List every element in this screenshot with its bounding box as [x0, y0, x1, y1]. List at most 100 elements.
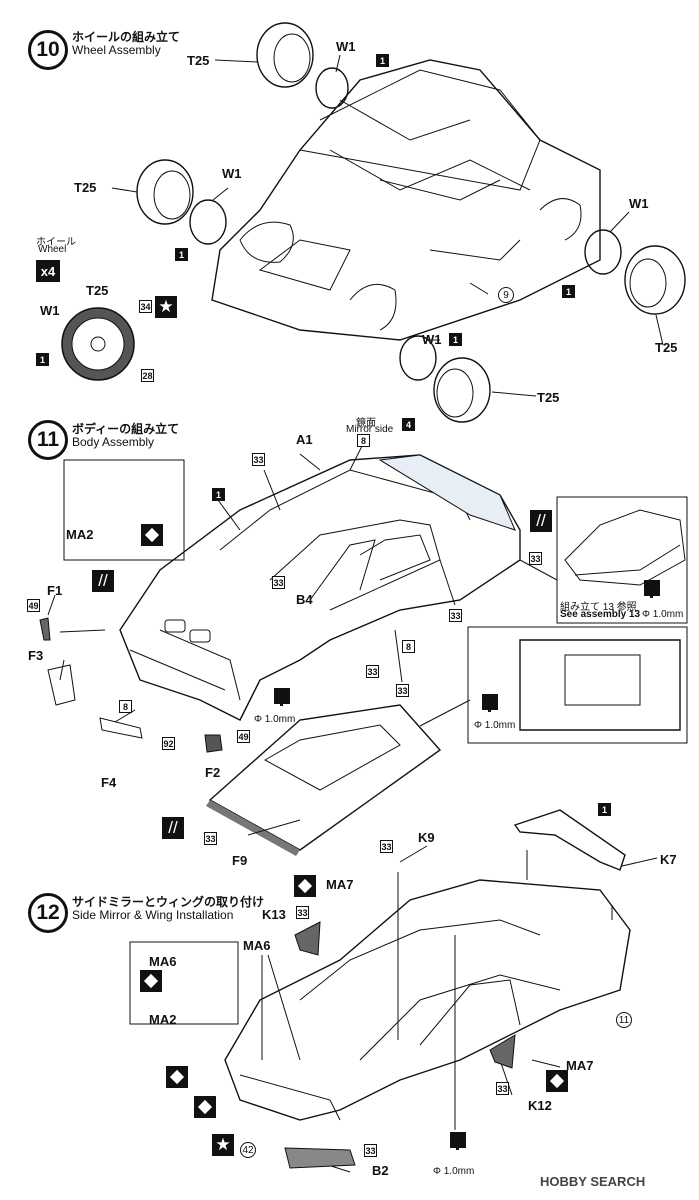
drill-size-label: Φ 1.0mm: [433, 1166, 475, 1177]
wheel-note-en: Wheel: [38, 244, 67, 255]
callout-number: 28: [141, 369, 154, 382]
callout-number: 8: [357, 434, 370, 447]
part-label-k7: K7: [660, 852, 677, 867]
step-title-en: Body Assembly: [72, 435, 155, 449]
see-assembly-jp: 組み立て 13 参照: [560, 602, 637, 613]
step-number-11: 11: [28, 420, 68, 460]
decal-diamond-icon: [294, 875, 316, 897]
step-title-jp: ホイールの組み立て: [72, 30, 181, 44]
callout-number: 33: [364, 1144, 377, 1157]
drill-hole-icon: [482, 694, 498, 712]
step-title-jp: サイドミラーとウィングの取り付け: [72, 895, 265, 909]
leader-lines-step12: [261, 845, 658, 1173]
leader-lines-step11: [47, 445, 558, 836]
drill-hole-icon: [274, 688, 290, 706]
callout-number: 33: [366, 665, 379, 678]
part-label-t25: T25: [537, 390, 560, 405]
drill-hole-icon: [644, 580, 660, 598]
body-drawing-step12: [224, 879, 631, 1121]
part-label-ma7: MA7: [326, 877, 354, 892]
detail-box-mirror: [129, 941, 239, 1025]
callout-number: 33: [449, 609, 462, 622]
chassis-drawing: [211, 59, 601, 341]
callout-number: 33: [496, 1082, 509, 1095]
decal-diamond-icon: [166, 1066, 188, 1088]
callout-number: 33: [396, 684, 409, 697]
paint-code-box: 1: [36, 353, 49, 366]
part-label-w1: W1: [422, 332, 442, 347]
chassis-ref-number: 9: [498, 287, 514, 303]
callout-number: 33: [204, 832, 217, 845]
part-label-k13: K13: [262, 907, 286, 922]
body-drawing: [119, 454, 521, 721]
paint-code-box: 1: [212, 488, 225, 501]
step-number-10: 10: [28, 30, 68, 70]
paint-code-box: 1: [598, 803, 611, 816]
callout-number: 49: [237, 730, 250, 743]
detail-box-roof: [467, 626, 688, 744]
decal-diamond-icon: [194, 1096, 216, 1118]
detail-box-ma2: [63, 459, 185, 561]
star-icon: ★: [155, 296, 177, 318]
step-title-jp: ボディーの組み立て: [72, 422, 180, 436]
decal-icon: [141, 524, 163, 546]
part-label-w1: W1: [222, 166, 242, 181]
callout-number: 33: [272, 576, 285, 589]
part-label-t25: T25: [655, 340, 678, 355]
decal-stripe-icon: //: [530, 510, 552, 532]
decal-stripe-icon: //: [92, 570, 114, 592]
detail-box-rear: [556, 496, 688, 624]
part-label-t25: T25: [74, 180, 97, 195]
leader-lines-step10: [111, 54, 664, 397]
callout-number: 8: [402, 640, 415, 653]
paint-code-box: 1: [562, 285, 575, 298]
part-label-w1: W1: [40, 303, 60, 318]
drill-size-label: Φ 1.0mm: [474, 720, 516, 731]
decal-diamond-icon: [546, 1070, 568, 1092]
callout-number: 33: [252, 453, 265, 466]
rear-wing-drawing: [513, 809, 626, 871]
decal-stripe-icon: //: [162, 817, 184, 839]
quantity-badge: x4: [36, 260, 60, 282]
drill-hole-icon: [450, 1132, 466, 1150]
star-icon: ★: [212, 1134, 234, 1156]
callout-number: 49: [27, 599, 40, 612]
part-label-a1: A1: [296, 432, 313, 447]
part-label-ma2: MA2: [149, 1012, 177, 1027]
part-label-ma6: MA6: [149, 954, 177, 969]
part-label-f9: F9: [232, 853, 248, 868]
part-label-t25: T25: [187, 53, 210, 68]
callout-number: 33: [529, 552, 542, 565]
drill-size-label: Φ 1.0mm: [254, 714, 296, 725]
part-label-f4: F4: [101, 775, 117, 790]
mirror-side-en: Mirror side: [346, 424, 394, 435]
part-label-k12: K12: [528, 1098, 552, 1113]
drill-size-label: Φ 1.0mm: [642, 609, 684, 620]
step-ref-number: 11: [616, 1012, 632, 1028]
part-label-w1: W1: [336, 39, 356, 54]
part-label-f3: F3: [28, 648, 44, 663]
part-label-b2: B2: [372, 1163, 389, 1178]
step-title-en: Side Mirror & Wing Installation: [72, 908, 234, 922]
roof-part-drawing: [206, 704, 442, 856]
callout-number: 34: [139, 300, 152, 313]
part-label-ma2: MA2: [66, 527, 94, 542]
part-label-t25: T25: [86, 283, 109, 298]
see-assembly-en: See assembly 13: [560, 609, 641, 620]
callout-number: 8: [119, 700, 132, 713]
callout-number: 33: [296, 906, 309, 919]
step-number-12: 12: [28, 893, 68, 933]
callout-number-circle: 42: [240, 1142, 256, 1158]
tires-and-wheels-step10: [61, 22, 686, 423]
part-label-ma6: MA6: [243, 938, 271, 953]
wheel-note-jp: ホイール: [36, 237, 76, 248]
paint-code-box: 1: [376, 54, 389, 67]
rear-detail-drawing: [564, 509, 686, 586]
callout-number: 92: [162, 737, 175, 750]
part-label-w1: W1: [629, 196, 649, 211]
step-title-en: Wheel Assembly: [72, 43, 161, 57]
part-label-k9: K9: [418, 830, 435, 845]
roof-opening-detail: [519, 639, 681, 731]
decal-diamond-icon: [140, 970, 162, 992]
